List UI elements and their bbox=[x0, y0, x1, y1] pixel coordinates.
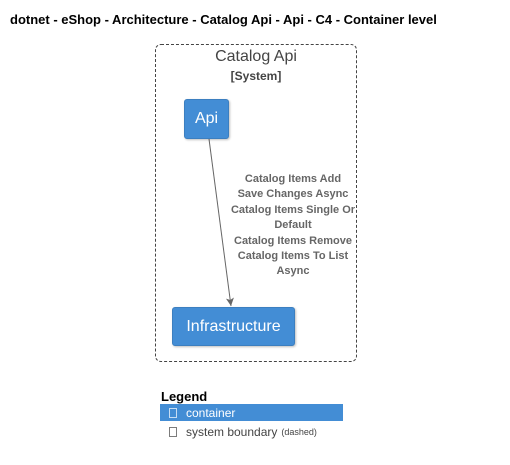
relationship-label-line: Async bbox=[276, 265, 310, 278]
relationship-label-line: Default bbox=[274, 219, 312, 232]
relationship-label-line: Catalog Items Single Or bbox=[230, 203, 356, 216]
container-swatch-icon bbox=[169, 407, 177, 418]
legend-title: Legend bbox=[161, 389, 208, 404]
relationship-label-line: Save Changes Async bbox=[237, 188, 349, 201]
legend-item-boundary: system boundary (dashed) bbox=[160, 423, 317, 440]
relationship-label-line: Catalog Items Remove bbox=[234, 234, 352, 247]
legend-boundary-label: system boundary bbox=[186, 424, 278, 439]
relationship-label: Catalog Items Add Save Changes Async Cat… bbox=[222, 172, 364, 280]
system-boundary bbox=[155, 44, 357, 362]
relationship-arrow bbox=[208, 138, 234, 307]
boundary-type-label: [System] bbox=[230, 69, 282, 83]
relationship-label-line: Catalog Items To List bbox=[237, 250, 349, 263]
legend-item-container: container bbox=[160, 404, 343, 421]
boundary-title: Catalog Api bbox=[215, 48, 297, 65]
infrastructure-container[interactable]: Infrastructure bbox=[172, 307, 295, 346]
boundary-swatch-icon bbox=[169, 426, 177, 437]
legend-container-label: container bbox=[186, 405, 236, 420]
legend-boundary-note: (dashed) bbox=[281, 426, 317, 437]
relationship-label-line: Catalog Items Add bbox=[244, 173, 342, 185]
diagram-title: dotnet - eShop - Architecture - Catalog … bbox=[10, 12, 437, 27]
api-container[interactable]: Api bbox=[184, 99, 229, 139]
